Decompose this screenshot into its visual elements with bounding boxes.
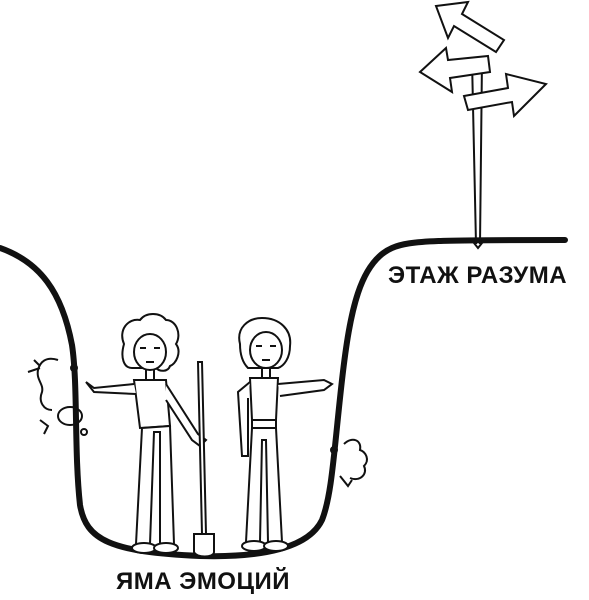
emotion-pit-label: ЯМА ЭМОЦИЙ [116, 568, 291, 595]
right-character [236, 316, 334, 552]
signpost-icon [418, 0, 548, 250]
mind-floor-label: ЭТАЖ РАЗУМА [388, 262, 568, 289]
left-character [85, 313, 208, 554]
shovel-icon [193, 361, 215, 558]
left-wall-rocks [27, 357, 88, 436]
right-wall-rocks [330, 438, 368, 488]
